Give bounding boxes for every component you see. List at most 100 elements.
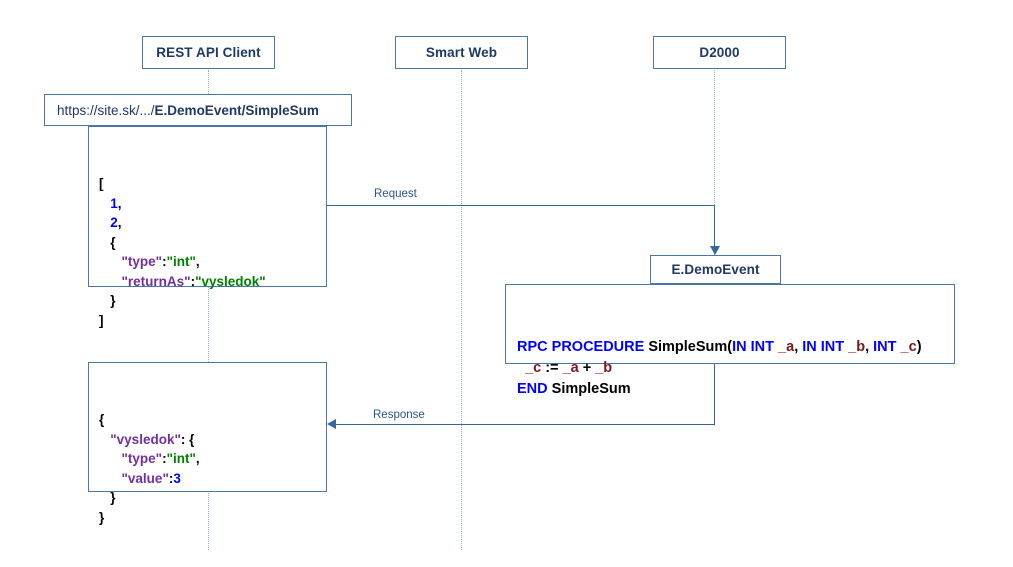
code-line: { <box>99 233 326 253</box>
lifeline-smart-web <box>461 70 462 550</box>
participant-d2000[interactable]: D2000 <box>653 36 786 69</box>
code-token-punct: } <box>110 490 116 505</box>
code-line: "type":"int", <box>99 252 326 272</box>
lifeline-rest-api-client <box>208 70 209 550</box>
code-token-key: "returnAs" <box>121 273 191 289</box>
request-body-code: [ 1, 2, { "type":"int", "returnAs":"vysl… <box>89 174 326 330</box>
code-token-punct: ] <box>99 312 104 328</box>
code-token-str: "int" <box>166 451 196 466</box>
code-line: } <box>99 488 326 508</box>
code-token-plain <box>99 215 110 230</box>
code-token-punct: , <box>117 215 122 230</box>
response-body-code: { "vysledok": { "type":"int", "value":3 … <box>89 410 326 527</box>
code-token-var: _a <box>778 339 795 355</box>
request-arrowhead-icon <box>710 246 720 255</box>
code-token-punct: : <box>190 273 196 289</box>
code-token-punct: { <box>189 431 195 447</box>
code-token-plain <box>99 432 110 447</box>
code-token-str: "int" <box>166 254 196 269</box>
response-message-drop <box>714 364 715 424</box>
response-message-label: Response <box>373 409 425 421</box>
code-token-plain <box>99 490 110 505</box>
request-body-box: [ 1, 2, { "type":"int", "returnAs":"vysl… <box>88 126 327 328</box>
code-token-kw: INT <box>873 339 901 355</box>
code-token-key: "vysledok" <box>110 431 181 447</box>
code-token-num: 3 <box>173 470 181 486</box>
code-token-plain <box>517 360 525 376</box>
code-token-plain: , <box>865 339 874 355</box>
code-token-kw: END <box>517 381 552 397</box>
code-token-punct: : <box>162 254 167 269</box>
code-token-key: "value" <box>121 470 169 486</box>
code-token-punct: [ <box>99 176 104 191</box>
rpc-procedure-code: RPC PROCEDURE SimpleSum(IN INT _a, IN IN… <box>517 337 954 400</box>
event-box-label: E.DemoEvent <box>671 262 760 277</box>
request-url-box[interactable]: https://site.sk/.../E.DemoEvent/SimpleSu… <box>44 94 352 126</box>
code-line: END SimpleSum <box>517 379 954 400</box>
code-token-plain <box>99 196 110 211</box>
code-token-plain <box>99 471 122 486</box>
request-url-endpoint: E.DemoEvent/SimpleSum <box>154 102 319 118</box>
code-line: 1, <box>99 194 326 214</box>
code-token-var: _c <box>900 339 917 355</box>
code-token-plain: SimpleSum <box>551 381 631 397</box>
code-token-var: _a <box>562 360 579 376</box>
participant-rest-api-client[interactable]: REST API Client <box>142 36 275 69</box>
rpc-procedure-box: RPC PROCEDURE SimpleSum(IN INT _a, IN IN… <box>505 284 955 397</box>
code-token-plain: , <box>794 339 803 355</box>
code-token-punct: : <box>162 451 167 466</box>
code-line: RPC PROCEDURE SimpleSum(IN INT _a, IN IN… <box>517 337 954 358</box>
code-token-var: _c <box>525 360 542 376</box>
code-token-punct: : <box>168 470 174 486</box>
code-token-punct: } <box>99 509 105 525</box>
code-line: { <box>99 410 326 430</box>
lifeline-d2000 <box>714 70 715 255</box>
code-line: 2, <box>99 213 326 233</box>
code-token-var: _b <box>595 360 613 376</box>
code-token-kw: IN INT <box>802 339 849 355</box>
code-token-str: "vysledok" <box>195 273 266 289</box>
code-token-punct: { <box>110 234 116 250</box>
request-message-drop <box>714 205 715 247</box>
code-token-plain <box>99 274 122 289</box>
code-token-num: 1 <box>110 195 118 211</box>
code-line: "value":3 <box>99 469 326 489</box>
code-line: ] <box>99 311 326 331</box>
participant-label: D2000 <box>699 45 740 60</box>
code-line: } <box>99 291 326 311</box>
request-message-label: Request <box>374 188 417 200</box>
code-line: [ <box>99 174 326 194</box>
code-token-plain <box>99 451 122 466</box>
code-line: } <box>99 508 326 528</box>
participant-label: Smart Web <box>425 45 498 60</box>
event-box-demoevent[interactable]: E.DemoEvent <box>650 255 781 284</box>
code-line: "returnAs":"vysledok" <box>99 272 326 292</box>
participant-smart-web[interactable]: Smart Web <box>395 36 528 69</box>
code-token-plain: SimpleSum( <box>648 339 733 355</box>
request-url-prefix: https://site.sk/.../ <box>57 102 155 118</box>
code-token-num: 2 <box>110 215 118 230</box>
response-message-line <box>332 424 715 425</box>
code-token-var: _b <box>848 339 866 355</box>
code-line: _c := _a + _b <box>517 358 954 379</box>
code-token-plain: ) <box>916 339 922 355</box>
code-token-plain <box>99 235 110 250</box>
code-token-key: "type" <box>121 254 163 269</box>
participant-label: REST API Client <box>156 45 261 60</box>
code-token-punct: , <box>195 254 200 269</box>
code-line: "vysledok": { <box>99 430 326 450</box>
code-token-punct: , <box>117 195 122 211</box>
code-token-punct: : <box>180 431 190 447</box>
response-arrowhead-icon <box>327 419 336 429</box>
code-line: "type":"int", <box>99 449 326 469</box>
code-token-kw: IN INT <box>732 339 779 355</box>
response-body-box: { "vysledok": { "type":"int", "value":3 … <box>88 362 327 525</box>
request-message-line <box>327 205 715 206</box>
code-token-plain: + <box>578 360 596 376</box>
code-token-key: "type" <box>121 451 163 466</box>
code-token-kw: RPC PROCEDURE <box>517 339 649 355</box>
code-token-punct: } <box>110 293 116 308</box>
code-token-punct: , <box>195 451 200 466</box>
code-token-punct: { <box>99 412 105 427</box>
